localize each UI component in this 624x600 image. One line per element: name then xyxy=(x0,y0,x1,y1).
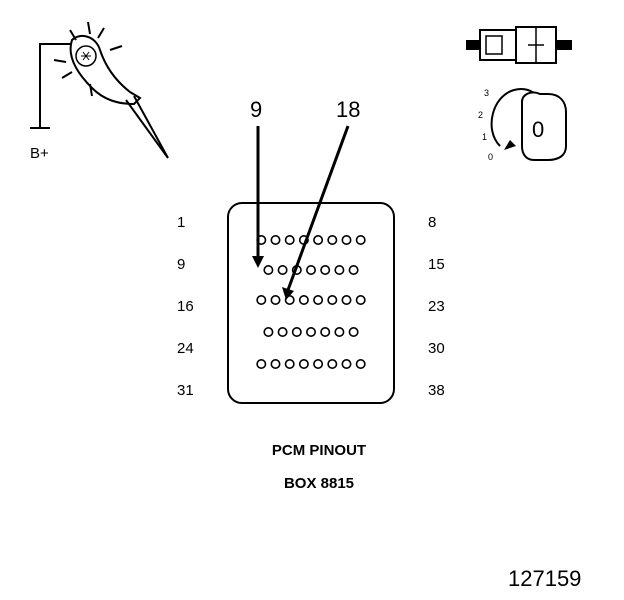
row-5-start-label: 31 xyxy=(177,382,194,399)
pin-hole-17 xyxy=(270,294,281,305)
pin-hole-30 xyxy=(348,326,359,337)
connector-icon xyxy=(466,26,572,64)
key-position-label: 0 xyxy=(532,117,544,142)
pin-hole-3 xyxy=(284,235,295,246)
supply-label: B+ xyxy=(30,145,49,162)
pin-hole-16 xyxy=(256,294,267,305)
pin-hole-13 xyxy=(320,264,331,275)
pin-hole-37 xyxy=(341,358,352,369)
row-3-start-label: 16 xyxy=(177,298,194,315)
pin-hole-27 xyxy=(305,326,316,337)
pin-hole-14 xyxy=(334,264,345,275)
pcm-connector-body xyxy=(227,202,395,404)
pin-hole-5 xyxy=(313,235,324,246)
pin-hole-2 xyxy=(270,235,281,246)
pin-hole-19 xyxy=(298,294,309,305)
row-2-end-label: 15 xyxy=(428,256,445,273)
row-3-end-label: 23 xyxy=(428,298,445,315)
pin-hole-33 xyxy=(284,358,295,369)
ignition-position-3: 3 xyxy=(484,88,489,98)
pin-hole-20 xyxy=(313,294,324,305)
arrow-to-pin-18 xyxy=(282,125,350,300)
caption-subtitle: BOX 8815 xyxy=(284,475,354,492)
pin-hole-24 xyxy=(263,326,274,337)
pin-hole-9 xyxy=(263,264,274,275)
row-2-start-label: 9 xyxy=(177,256,185,273)
pin-hole-31 xyxy=(256,358,267,369)
pin-hole-26 xyxy=(291,326,302,337)
pin-hole-25 xyxy=(277,326,288,337)
row-1-start-label: 1 xyxy=(177,214,185,231)
ignition-key-icon xyxy=(490,88,567,161)
ignition-position-0: 0 xyxy=(488,152,493,162)
pin-hole-21 xyxy=(327,294,338,305)
caption-title: PCM PINOUT xyxy=(272,442,366,459)
pin-hole-7 xyxy=(341,235,352,246)
pin-hole-10 xyxy=(277,264,288,275)
pin-hole-34 xyxy=(298,358,309,369)
pin-hole-22 xyxy=(341,294,352,305)
pin-hole-8 xyxy=(355,235,366,246)
ignition-position-2: 2 xyxy=(478,110,483,120)
pin-hole-38 xyxy=(355,358,366,369)
pin-hole-23 xyxy=(355,294,366,305)
pin-hole-36 xyxy=(327,358,338,369)
callout-9: 9 xyxy=(250,97,262,122)
row-5-end-label: 38 xyxy=(428,382,445,399)
ignition-position-1: 1 xyxy=(482,132,487,142)
pin-hole-29 xyxy=(334,326,345,337)
figure-number: 127159 xyxy=(508,566,581,591)
row-1-end-label: 8 xyxy=(428,214,436,231)
pin-hole-12 xyxy=(305,264,316,275)
pin-hole-32 xyxy=(270,358,281,369)
row-4-start-label: 24 xyxy=(177,340,194,357)
pin-hole-28 xyxy=(320,326,331,337)
arrow-to-pin-9 xyxy=(252,126,264,268)
callout-18: 18 xyxy=(336,97,360,122)
row-4-end-label: 30 xyxy=(428,340,445,357)
pin-hole-35 xyxy=(313,358,324,369)
test-lamp-icon xyxy=(30,21,169,159)
pin-hole-6 xyxy=(327,235,338,246)
pin-hole-15 xyxy=(348,264,359,275)
